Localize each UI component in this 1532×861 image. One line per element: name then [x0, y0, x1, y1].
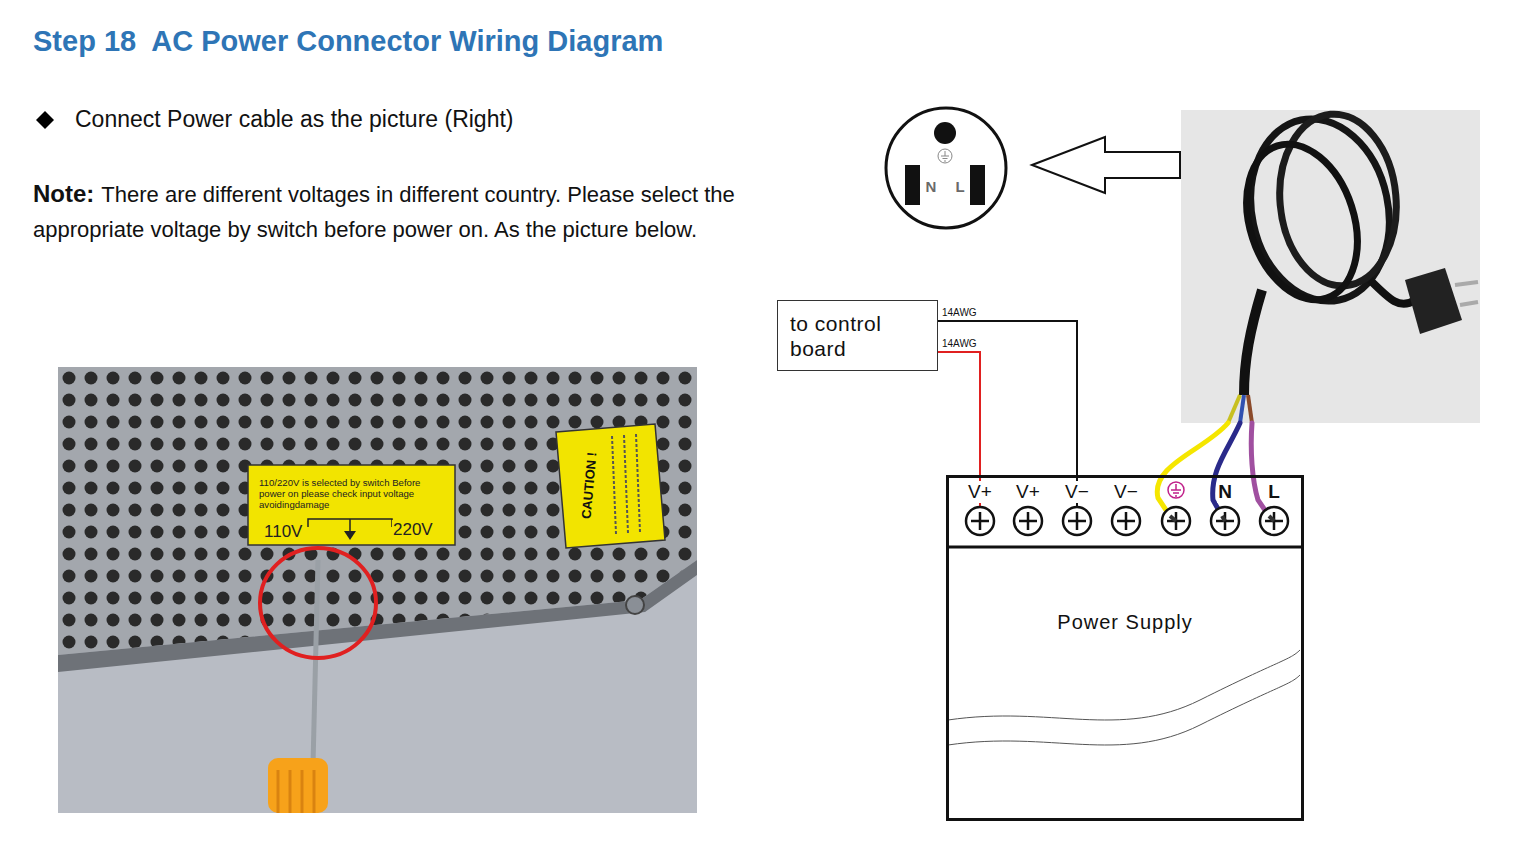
- cable-photo-background: [1181, 110, 1480, 423]
- note-paragraph: Note:There are different voltages in dif…: [33, 176, 753, 247]
- neutral-core: [1240, 395, 1244, 423]
- wave-line: [948, 650, 1300, 720]
- wire-connector: [938, 321, 1077, 475]
- pin-letter: L: [955, 178, 964, 196]
- live-core: [1248, 395, 1252, 423]
- wire-connector: [938, 352, 980, 475]
- photo-background: [58, 367, 697, 813]
- voltage-option: 110V: [263, 522, 303, 542]
- process-box: to control board: [777, 300, 938, 371]
- earth-core: [1228, 395, 1240, 423]
- cable-coil: [1228, 130, 1376, 314]
- terminal-label: V−: [1113, 481, 1139, 503]
- ground-symbol: [1168, 482, 1184, 498]
- outline-arrow: [1032, 137, 1180, 193]
- handle-grip: [278, 770, 314, 813]
- cover-edge: [58, 560, 697, 672]
- terminal-label: V+: [1015, 481, 1041, 503]
- sticker-text: 110/220V is selected by switch Before po…: [258, 477, 442, 511]
- socket-rim: [886, 108, 1006, 228]
- pin-slot: [905, 165, 920, 205]
- instruction-text: Connect Power cable as the picture (Righ…: [75, 106, 514, 132]
- wire-gauge: 14AWG: [941, 338, 978, 349]
- note-text: There are different voltages in differen…: [33, 182, 735, 242]
- ground-symbol: [1171, 484, 1181, 496]
- cable-coil: [1234, 106, 1405, 314]
- note-heading: Note:: [33, 180, 94, 207]
- screwdriver-handle: [268, 758, 328, 813]
- sticker-arrowhead: [344, 531, 356, 540]
- voltage-sticker: [248, 465, 455, 545]
- voltage-option: 220V: [392, 520, 434, 540]
- cable-coil: [1273, 109, 1404, 290]
- box-label: to control board: [790, 311, 908, 361]
- page-title: Step 18 AC Power Connector Wiring Diagra…: [33, 25, 663, 58]
- terminal-plus: [971, 512, 1283, 530]
- pin-letter: N: [926, 178, 937, 196]
- screw: [626, 596, 644, 614]
- plug-pins: [1455, 282, 1478, 305]
- ground-symbol: [941, 151, 949, 161]
- neutral-wire: [1213, 423, 1240, 516]
- caution-sticker: [556, 424, 665, 548]
- earth-hole: [934, 122, 956, 144]
- highlight-circle: [260, 548, 376, 658]
- bullet-diamond: [36, 111, 54, 129]
- caution-fine-print: [612, 434, 640, 534]
- wave-line: [948, 675, 1300, 745]
- terminal-label: V+: [967, 481, 993, 503]
- wire-ends: [1170, 516, 1274, 521]
- wire-gauge: 14AWG: [941, 307, 978, 318]
- terminal-label: L: [1267, 481, 1281, 503]
- terminal-strip-line: [946, 546, 1303, 549]
- screwdriver-shaft: [313, 560, 318, 765]
- ground-symbol: [938, 149, 952, 163]
- terminal-label: N: [1217, 481, 1233, 503]
- plug-body: [1405, 268, 1462, 334]
- box-label: Power Supply: [949, 610, 1301, 634]
- socket-face: NL: [881, 106, 1011, 230]
- pin-slot: [970, 165, 985, 205]
- cable-sheath: [1244, 290, 1262, 395]
- socket-outline: [881, 106, 1011, 230]
- terminal-label: V−: [1064, 481, 1090, 503]
- power-supply-box: Power Supply: [946, 475, 1304, 821]
